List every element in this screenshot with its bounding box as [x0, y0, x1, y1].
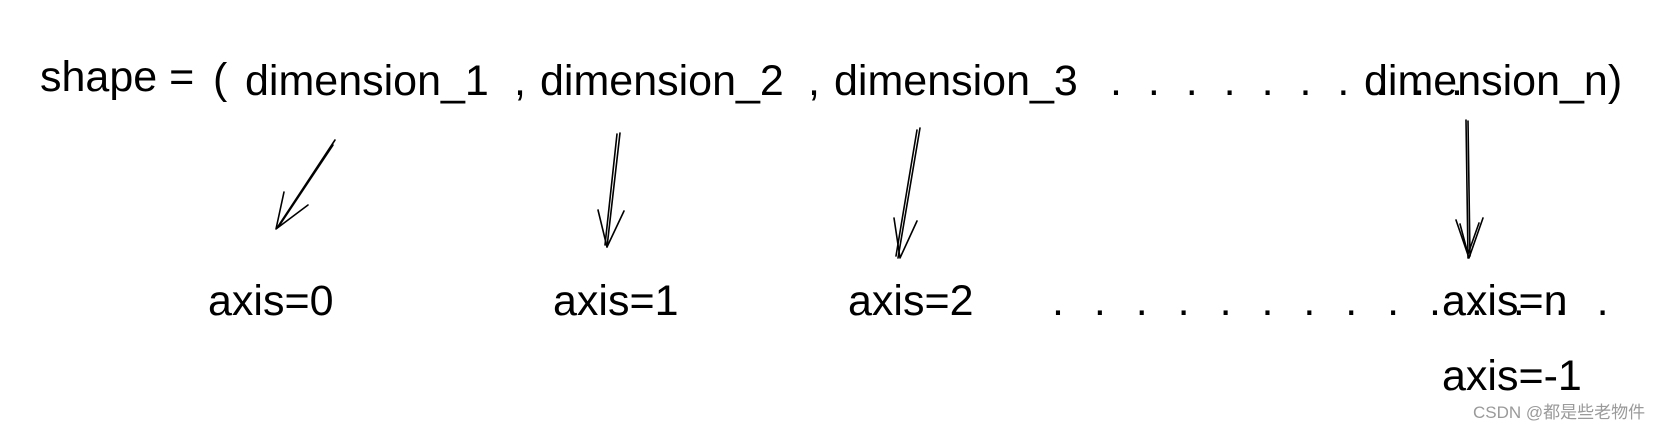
dimension-ellipsis: . . . . . . . . . . [1110, 57, 1470, 105]
axis-n-label: axis=n [1442, 277, 1568, 325]
separator-comma: , [514, 57, 526, 105]
arrow-to-axis-2 [893, 127, 921, 259]
axis-0-label: axis=0 [208, 277, 334, 325]
arrow-to-axis-0 [275, 139, 336, 230]
shape-label: shape = [40, 53, 195, 101]
axis-ellipsis: . . . . . . . . . . . . . . [1052, 277, 1618, 325]
dimension-3-label: dimension_3 [834, 57, 1078, 105]
separator-comma: , [808, 57, 820, 105]
open-parenthesis: ( [213, 55, 228, 103]
axis-negative-1-label: axis=-1 [1442, 352, 1582, 400]
watermark: CSDN @都是些老物件 [1473, 403, 1646, 422]
dimension-n-label: dimension_n) [1364, 57, 1623, 105]
axis-1-label: axis=1 [553, 277, 679, 325]
dimension-1-label: dimension_1 [245, 57, 489, 105]
arrow-to-axis-1 [597, 132, 625, 248]
dimension-2-label: dimension_2 [540, 57, 784, 105]
axis-2-label: axis=2 [848, 277, 974, 325]
arrow-to-axis-n [1455, 119, 1484, 259]
